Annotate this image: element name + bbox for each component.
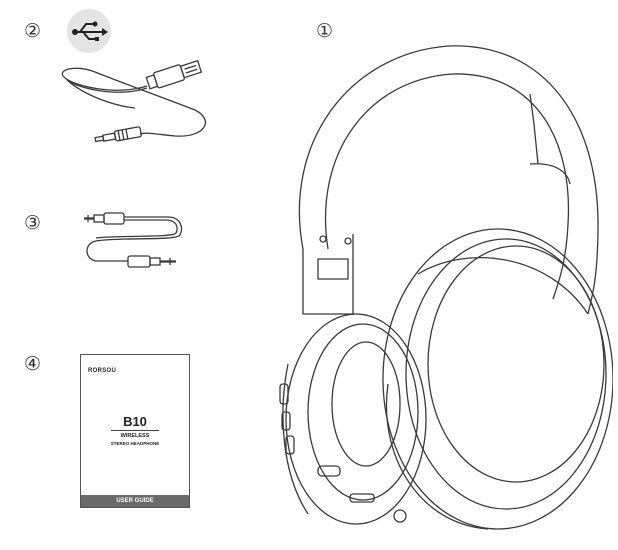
manual-footer: USER GUIDE — [81, 495, 189, 507]
manual-subtitle-1: WIRELESS — [120, 433, 150, 439]
item-number-1: ① — [316, 20, 334, 42]
manual-model: B10 — [123, 414, 147, 429]
headphone-illustration — [279, 45, 613, 530]
item-number-4: ④ — [24, 353, 42, 375]
user-guide-booklet: RORSOU B10 WIRELESS STEREO HEADPHONE USE… — [80, 354, 190, 508]
manual-subtitle-2: STEREO HEADPHONE — [110, 441, 160, 446]
aux-cable-illustration — [84, 212, 183, 268]
usb-icon — [67, 9, 111, 53]
item-number-3: ③ — [24, 212, 42, 234]
item-number-2: ② — [24, 20, 42, 42]
usb-cable-illustration — [61, 59, 207, 143]
manual-footer-label: USER GUIDE — [116, 498, 154, 504]
manual-divider — [111, 430, 159, 431]
manual-brand: RORSOU — [88, 368, 117, 374]
